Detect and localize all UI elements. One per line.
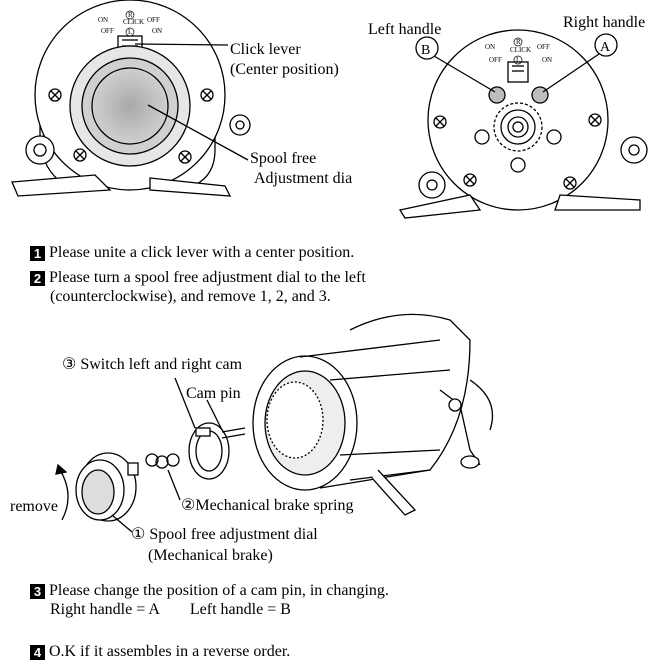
adjustment-dial-label: Adjustment dia <box>254 170 352 187</box>
dial-marks-left: ON OFF CLICK OFF ON R L <box>98 10 162 37</box>
left-handle-label: Left handle <box>368 21 441 38</box>
step-text: Please turn a spool free adjustment dial… <box>49 269 366 286</box>
spool-free-label: Spool free <box>250 150 316 167</box>
step-number-badge: 1 <box>30 246 45 261</box>
step-2: 2 Please turn a spool free adjustment dia… <box>30 268 366 306</box>
brake-spring-label: ②Mechanical brake spring <box>181 497 354 514</box>
left-reel-drawing <box>11 0 251 197</box>
screw-icon <box>433 113 602 190</box>
left-handle-assignment: Left handle = B <box>189 601 291 618</box>
step-text: Please change the position of a cam pin,… <box>49 582 389 599</box>
svg-text:OFF: OFF <box>489 56 502 64</box>
svg-text:CLICK: CLICK <box>510 46 531 54</box>
step-number-badge: 3 <box>30 584 45 599</box>
cam-pin-label: Cam pin <box>186 385 241 402</box>
step-text-continued: Right handle = A Left handle = B <box>30 600 389 619</box>
step-text-continued: (counterclockwise), and remove 1, 2, and… <box>50 288 331 305</box>
svg-text:OFF: OFF <box>101 27 114 35</box>
step-1: 1 Please unite a click lever with a cente… <box>30 243 354 262</box>
svg-text:R: R <box>128 11 133 19</box>
svg-text:ON: ON <box>98 16 108 24</box>
right-handle-assignment: Right handle = A <box>50 601 160 618</box>
badge-b: B <box>421 43 430 58</box>
center-position-label: (Center position) <box>230 61 339 78</box>
badge-a: A <box>600 40 611 55</box>
svg-text:ON: ON <box>485 43 495 51</box>
exploded-reel-drawing <box>55 313 494 533</box>
screw-icon <box>48 88 214 164</box>
remove-label: remove <box>10 498 58 515</box>
svg-text:OFF: OFF <box>147 16 160 24</box>
dial-label: ① Spool free adjustment dial <box>131 526 318 543</box>
step-4: 4 O.K if it assembles in a reverse order. <box>30 642 290 661</box>
svg-text:L: L <box>516 56 520 64</box>
step-number-badge: 4 <box>30 645 45 660</box>
svg-text:ON: ON <box>542 56 552 64</box>
svg-text:CLICK: CLICK <box>123 18 144 26</box>
right-handle-label: Right handle <box>563 14 645 31</box>
svg-text:L: L <box>128 28 132 36</box>
svg-text:ON: ON <box>152 27 162 35</box>
step-text: Please unite a click lever with a center… <box>49 244 355 261</box>
svg-text:OFF: OFF <box>537 43 550 51</box>
svg-text:R: R <box>516 38 521 46</box>
step-number-badge: 2 <box>30 271 45 286</box>
dial-marks-right: ON OFF CLICK OFF ON R L <box>485 37 552 65</box>
step-text: O.K if it assembles in a reverse order. <box>49 643 291 660</box>
dial-sub-label: (Mechanical brake) <box>148 547 273 564</box>
switch-cam-label: ③ Switch left and right cam <box>62 356 243 373</box>
right-reel-drawing <box>398 29 648 219</box>
step-3: 3 Please change the position of a cam pin… <box>30 581 389 619</box>
click-lever-label: Click lever <box>230 41 301 58</box>
